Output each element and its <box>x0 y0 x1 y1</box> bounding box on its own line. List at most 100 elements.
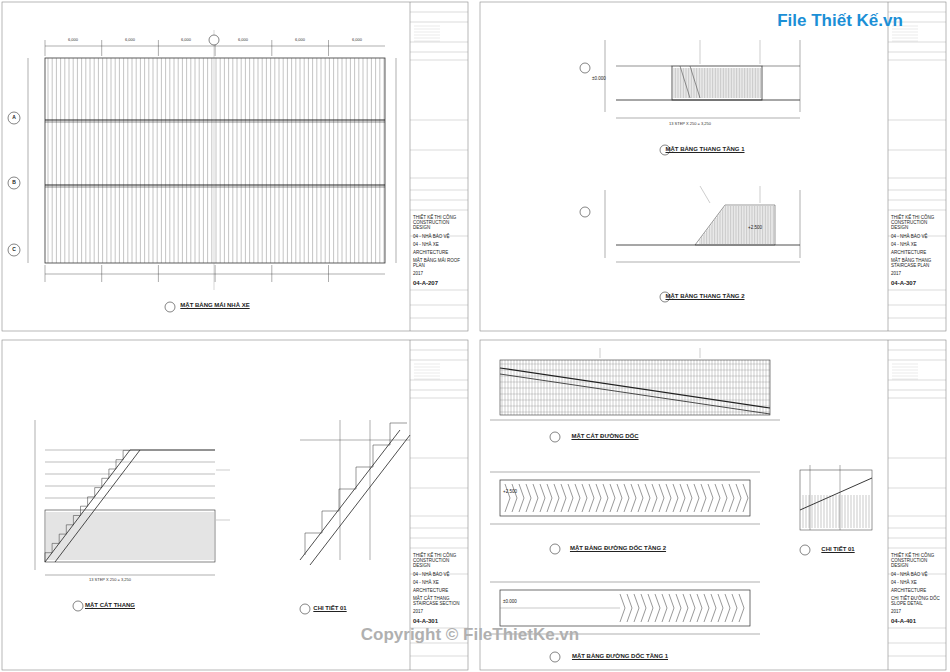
grid-bubble <box>209 35 219 45</box>
cladding-rib <box>57 512 58 560</box>
drawing-title: MẶT CẮT ĐƯỜNG DỐC <box>571 433 638 440</box>
stair-tread <box>723 68 724 98</box>
roof-sheet-rib <box>291 58 292 263</box>
title-block-row <box>410 22 468 23</box>
title-block-row <box>410 360 468 361</box>
title-block-note <box>892 38 918 39</box>
stair-tread <box>773 206 774 244</box>
cladding-rib <box>199 512 200 560</box>
ramp-chevron <box>659 484 664 512</box>
stair-tread <box>712 222 713 244</box>
ramp-slope <box>500 374 770 414</box>
watermark: Copyright © FileThietKe.vn <box>361 626 579 645</box>
ramp-chevron <box>704 594 709 622</box>
roof-outline <box>45 58 385 263</box>
cladding-rib <box>123 512 124 560</box>
title-block-note <box>892 370 918 371</box>
stair-tread <box>711 224 712 244</box>
ramp-chevron <box>729 484 734 512</box>
cladding-rib <box>500 376 770 377</box>
title-block-row <box>888 390 946 391</box>
ramp-chevron <box>596 484 601 512</box>
cladding-rib <box>661 360 662 415</box>
roof-sheet-rib <box>304 58 305 263</box>
roof-sheet-rib <box>77 58 78 263</box>
cladding-rib <box>559 360 560 415</box>
cladding-rib <box>739 360 740 415</box>
stair-tread <box>712 68 713 98</box>
roof-sheet-rib <box>144 58 145 263</box>
title-block-note <box>414 373 440 374</box>
cladding-rib <box>55 512 56 560</box>
stair-tread <box>717 216 718 244</box>
dimension-text: 6,000 <box>295 38 305 42</box>
stair-tread <box>696 68 697 98</box>
railing-rail <box>300 440 410 441</box>
cladding-rib <box>676 360 677 415</box>
title-block-text: 2017 <box>413 271 466 276</box>
grid-letter: C <box>12 247 16 253</box>
stair-tread <box>710 68 711 98</box>
cladding-rib <box>53 512 54 560</box>
roof-sheet-rib <box>237 58 238 263</box>
detail-step <box>322 511 339 533</box>
cladding-rib <box>171 512 172 560</box>
stair-tread <box>741 68 742 98</box>
section-line <box>800 190 801 258</box>
cladding-rib <box>129 512 130 560</box>
title-block-text: MẶT BẰNG MÁI ROOF PLAN <box>413 258 466 268</box>
cladding-rib <box>815 495 816 528</box>
dimension-text: 6,000 <box>238 38 248 42</box>
ramp-chevron <box>739 594 744 622</box>
cladding-rib <box>67 512 68 560</box>
title-block-note <box>892 41 918 42</box>
cladding-rib <box>145 512 146 560</box>
railing-rail <box>45 462 215 463</box>
roof-sheet-rib <box>157 58 158 263</box>
title-block-row <box>888 488 946 489</box>
stair-tread <box>742 68 743 98</box>
cladding-rib <box>827 495 828 528</box>
roof-sheet-rib <box>333 58 334 263</box>
cladding-rib <box>553 360 554 415</box>
title-block-row <box>410 350 468 351</box>
roof-sheet-rib <box>279 58 280 263</box>
cladding-rib <box>193 512 194 560</box>
cladding-rib <box>103 512 104 560</box>
roof-sheet-rib <box>199 58 200 263</box>
title-block-note <box>414 35 440 36</box>
railing-post <box>340 420 341 560</box>
stair-tread <box>717 68 718 98</box>
roof-sheet-rib <box>262 58 263 263</box>
roof-sheet-rib <box>161 58 162 263</box>
dimension-line <box>45 575 215 576</box>
cladding-rib <box>664 360 665 415</box>
roof-ridge <box>45 185 385 186</box>
title-block-row <box>410 120 468 121</box>
cladding-rib <box>836 495 837 528</box>
cladding-rib <box>577 360 578 415</box>
title-block-note <box>892 376 918 377</box>
cladding-rib <box>95 512 96 560</box>
stair-stringer <box>55 450 140 562</box>
title-block-note <box>414 29 440 30</box>
cladding-rib <box>203 512 204 560</box>
cladding-rib <box>177 512 178 560</box>
cladding-rib <box>159 512 160 560</box>
stair-tread <box>754 206 755 244</box>
railing-rail <box>45 474 215 475</box>
roof-sheet-rib <box>220 58 221 263</box>
stair-tread <box>751 206 752 244</box>
drawing-title: MẶT BẰNG MÁI NHÀ XE <box>180 302 249 309</box>
cladding-rib <box>658 360 659 415</box>
cladding-rib <box>601 360 602 415</box>
cladding-rib <box>187 512 188 560</box>
detail-step <box>390 423 407 445</box>
wall-line <box>762 66 800 67</box>
section-line <box>605 40 606 112</box>
title-block-row <box>410 516 468 517</box>
stair-tread <box>716 218 717 244</box>
title-bubble <box>800 545 810 555</box>
roof-sheet-rib <box>224 58 225 263</box>
